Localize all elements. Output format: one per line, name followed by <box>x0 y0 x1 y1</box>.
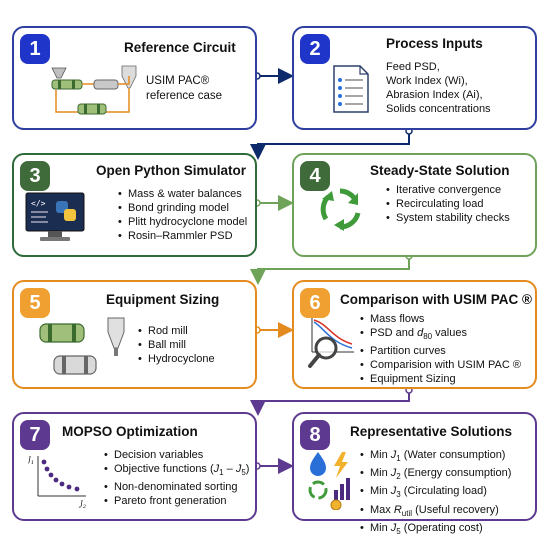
arrow-6-7 <box>250 390 410 416</box>
card-process-inputs: 2 Process Inputs Feed PSD, Work Index (W… <box>292 26 537 130</box>
step-badge-5: 5 <box>20 288 50 318</box>
list-item: Min J3 (Circulating load) <box>360 484 511 502</box>
step-badge-1: 1 <box>20 34 50 64</box>
list-item: Equipment Sizing <box>360 372 521 386</box>
list-item: Ball mill <box>138 338 215 352</box>
recycle-icon <box>308 480 328 500</box>
comparison-list: Mass flows PSD and d80 values Partition … <box>360 312 521 386</box>
lightning-icon <box>334 452 348 478</box>
input-abrasion-index: Abrasion Index (Ai), <box>386 89 483 101</box>
mills-and-cyclone-icon <box>39 317 125 375</box>
arrow-2-3 <box>250 131 410 160</box>
step-badge-8: 8 <box>300 420 330 450</box>
water-drop-icon <box>310 452 326 476</box>
list-item: PSD and d80 values <box>360 326 521 344</box>
magnifier-curve-icon <box>308 318 354 368</box>
card-title: Comparison with USIM PAC ® <box>340 292 532 307</box>
card-text-line-1: USIM PAC® <box>146 75 210 87</box>
grinding-circuit-icon <box>51 65 137 115</box>
input-solids: Solids concentrations <box>386 103 491 115</box>
list-item: Objective functions (J1 – J5) <box>104 462 249 480</box>
list-item: Bond grinding model <box>118 201 247 215</box>
card-title: Reference Circuit <box>124 40 236 55</box>
card-title: MOPSO Optimization <box>62 424 198 439</box>
arrow-4-5 <box>250 256 410 285</box>
bar-chart-icon <box>334 490 338 500</box>
svg-text:</>: </> <box>31 199 46 208</box>
list-item: Iterative convergence <box>386 183 510 197</box>
list-item: Decision variables <box>104 448 249 462</box>
card-mopso: 7 MOPSO Optimization J1 J2 Decision vari… <box>12 412 257 521</box>
list-item: Rosin–Rammler PSD <box>118 229 247 243</box>
list-item: Max Rutil (Useful recovery) <box>360 503 511 521</box>
simulator-feature-list: Mass & water balances Bond grinding mode… <box>118 187 247 243</box>
pareto-front-icon: J1 J2 <box>28 456 86 508</box>
list-item: Min J1 (Water consumption) <box>360 448 511 466</box>
list-item: Min J2 (Energy consumption) <box>360 466 511 484</box>
list-item: Hydrocyclone <box>138 352 215 366</box>
card-steady-state: 4 Steady-State Solution Iterative conver… <box>292 153 537 257</box>
card-representative-solutions: 8 Representative Solutions Min J1 (Water… <box>292 412 537 536</box>
document-list-icon <box>333 65 369 113</box>
step-badge-2: 2 <box>300 34 330 64</box>
list-item: System stability checks <box>386 211 510 225</box>
card-title: Process Inputs <box>386 36 483 51</box>
python-computer-icon: </> <box>25 192 85 241</box>
step-badge-4: 4 <box>300 161 330 191</box>
resource-icons-cluster <box>308 452 350 510</box>
card-text-line-2: reference case <box>146 90 223 102</box>
list-item: Min J5 (Operating cost) <box>360 521 511 539</box>
list-item: Mass & water balances <box>118 187 247 201</box>
recycle-cycle-icon <box>320 188 361 231</box>
card-title: Steady-State Solution <box>370 163 510 178</box>
card-title: Representative Solutions <box>350 424 513 439</box>
card-comparison: 6 Comparison with USIM PAC ® Mass flows … <box>292 280 537 389</box>
input-work-index: Work Index (Wi), <box>386 75 468 87</box>
list-item: Recirculating load <box>386 197 510 211</box>
equipment-list: Rod mill Ball mill Hydrocyclone <box>138 324 215 366</box>
solutions-list: Min J1 (Water consumption) Min J2 (Energ… <box>360 448 511 539</box>
svg-text:J1: J1 <box>28 456 34 466</box>
step-badge-6: 6 <box>300 288 330 318</box>
coin-icon <box>330 499 342 510</box>
list-item: Rod mill <box>138 324 215 338</box>
input-feed-psd: Feed PSD, <box>386 61 440 73</box>
list-item: Partition curves <box>360 344 521 358</box>
step-badge-7: 7 <box>20 420 50 450</box>
list-item: Non-denominated sorting <box>104 480 249 494</box>
card-title: Open Python Simulator <box>96 163 247 178</box>
list-item: Comparision with USIM PAC ® <box>360 358 521 372</box>
list-item: Mass flows <box>360 312 521 326</box>
svg-text:J2: J2 <box>78 500 86 508</box>
card-equipment-sizing: 5 Equipment Sizing Rod mill Ball mill Hy… <box>12 280 257 389</box>
steady-state-list: Iterative convergence Recirculating load… <box>386 183 510 225</box>
card-reference-circuit: 1 Reference Circuit USIM PAC® reference … <box>12 26 257 130</box>
list-item: Plitt hydrocyclone model <box>118 215 247 229</box>
mopso-list: Decision variables Objective functions (… <box>104 448 249 508</box>
list-item: Pareto front generation <box>104 494 249 508</box>
card-python-simulator: 3 Open Python Simulator </> Mass & water… <box>12 153 257 257</box>
step-badge-3: 3 <box>20 161 50 191</box>
card-title: Equipment Sizing <box>106 292 220 307</box>
